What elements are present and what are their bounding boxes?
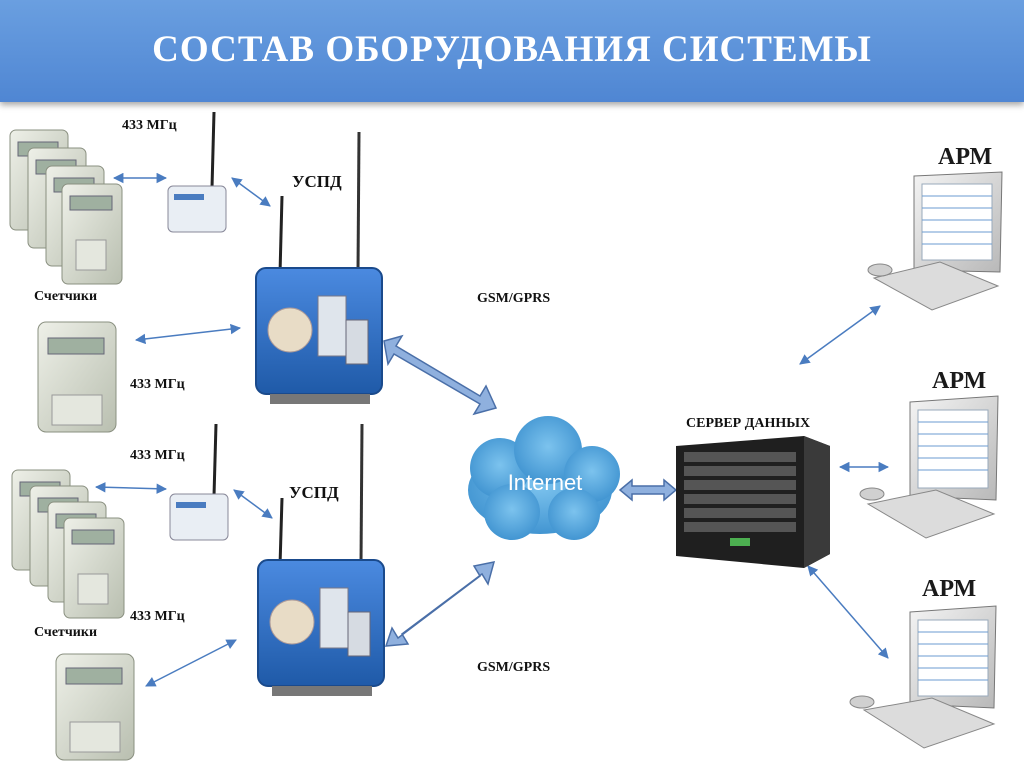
meter-single-1 bbox=[37, 321, 117, 433]
frequency-label: 433 МГц bbox=[130, 448, 185, 463]
frequency-label: 433 МГц bbox=[130, 377, 185, 392]
uspd-label: УСПД bbox=[289, 483, 339, 502]
antenna-icon bbox=[212, 423, 218, 497]
link-arrows bbox=[94, 172, 890, 687]
gsm-gprs-label: GSM/GPRS bbox=[477, 660, 551, 675]
meters-label: Счетчики bbox=[34, 625, 98, 640]
gsm-arrow-1 bbox=[383, 334, 498, 416]
title-bar: СОСТАВ ОБОРУДОВАНИЯ СИСТЕМЫ bbox=[0, 0, 1024, 102]
server-rack-icon bbox=[676, 436, 830, 568]
gsm-arrow-2 bbox=[384, 561, 496, 647]
meter-stack-2 bbox=[11, 469, 125, 619]
workstation-1 bbox=[867, 171, 1003, 311]
radio-link-arrow bbox=[231, 177, 271, 207]
antenna-icon bbox=[210, 111, 216, 189]
radio-link-arrow bbox=[145, 639, 237, 687]
meter-single-2 bbox=[55, 653, 135, 761]
antenna-icon bbox=[356, 131, 361, 273]
workstation-label: АРМ bbox=[932, 368, 987, 394]
meter-stack-1 bbox=[9, 129, 123, 285]
uspd-device-2 bbox=[257, 423, 385, 696]
page-title: СОСТАВ ОБОРУДОВАНИЯ СИСТЕМЫ bbox=[152, 29, 872, 70]
workstation-label: АРМ bbox=[922, 576, 977, 602]
frequency-label: 433 МГц bbox=[122, 118, 177, 133]
workstation-2 bbox=[859, 395, 999, 539]
network-link-arrow bbox=[799, 305, 881, 365]
workstation-3 bbox=[849, 605, 997, 749]
meters-label: Счетчики bbox=[34, 289, 98, 304]
frequency-label: 433 МГц bbox=[130, 609, 185, 624]
electricity-meter-icon bbox=[63, 517, 125, 619]
antenna-icon bbox=[359, 423, 364, 565]
radio-link-arrow bbox=[233, 489, 273, 519]
radio-modem-1 bbox=[167, 111, 227, 233]
server-label: СЕРВЕР ДАННЫХ bbox=[686, 416, 811, 431]
internet-label: Internet bbox=[508, 470, 583, 495]
internet-server-arrow bbox=[618, 478, 678, 502]
radio-link-arrow bbox=[134, 323, 242, 345]
antenna-icon bbox=[278, 497, 284, 567]
uspd-label: УСПД bbox=[292, 172, 342, 191]
radio-link-arrow bbox=[94, 482, 168, 494]
internet-cloud-icon bbox=[468, 416, 620, 540]
workstation-label: АРМ bbox=[938, 144, 993, 170]
electricity-meter-icon bbox=[61, 183, 123, 285]
uspd-device-1 bbox=[255, 131, 383, 404]
radio-modem-2 bbox=[169, 423, 229, 541]
gsm-gprs-label: GSM/GPRS bbox=[477, 291, 551, 306]
network-link-arrow bbox=[807, 565, 889, 659]
antenna-icon bbox=[278, 195, 284, 275]
